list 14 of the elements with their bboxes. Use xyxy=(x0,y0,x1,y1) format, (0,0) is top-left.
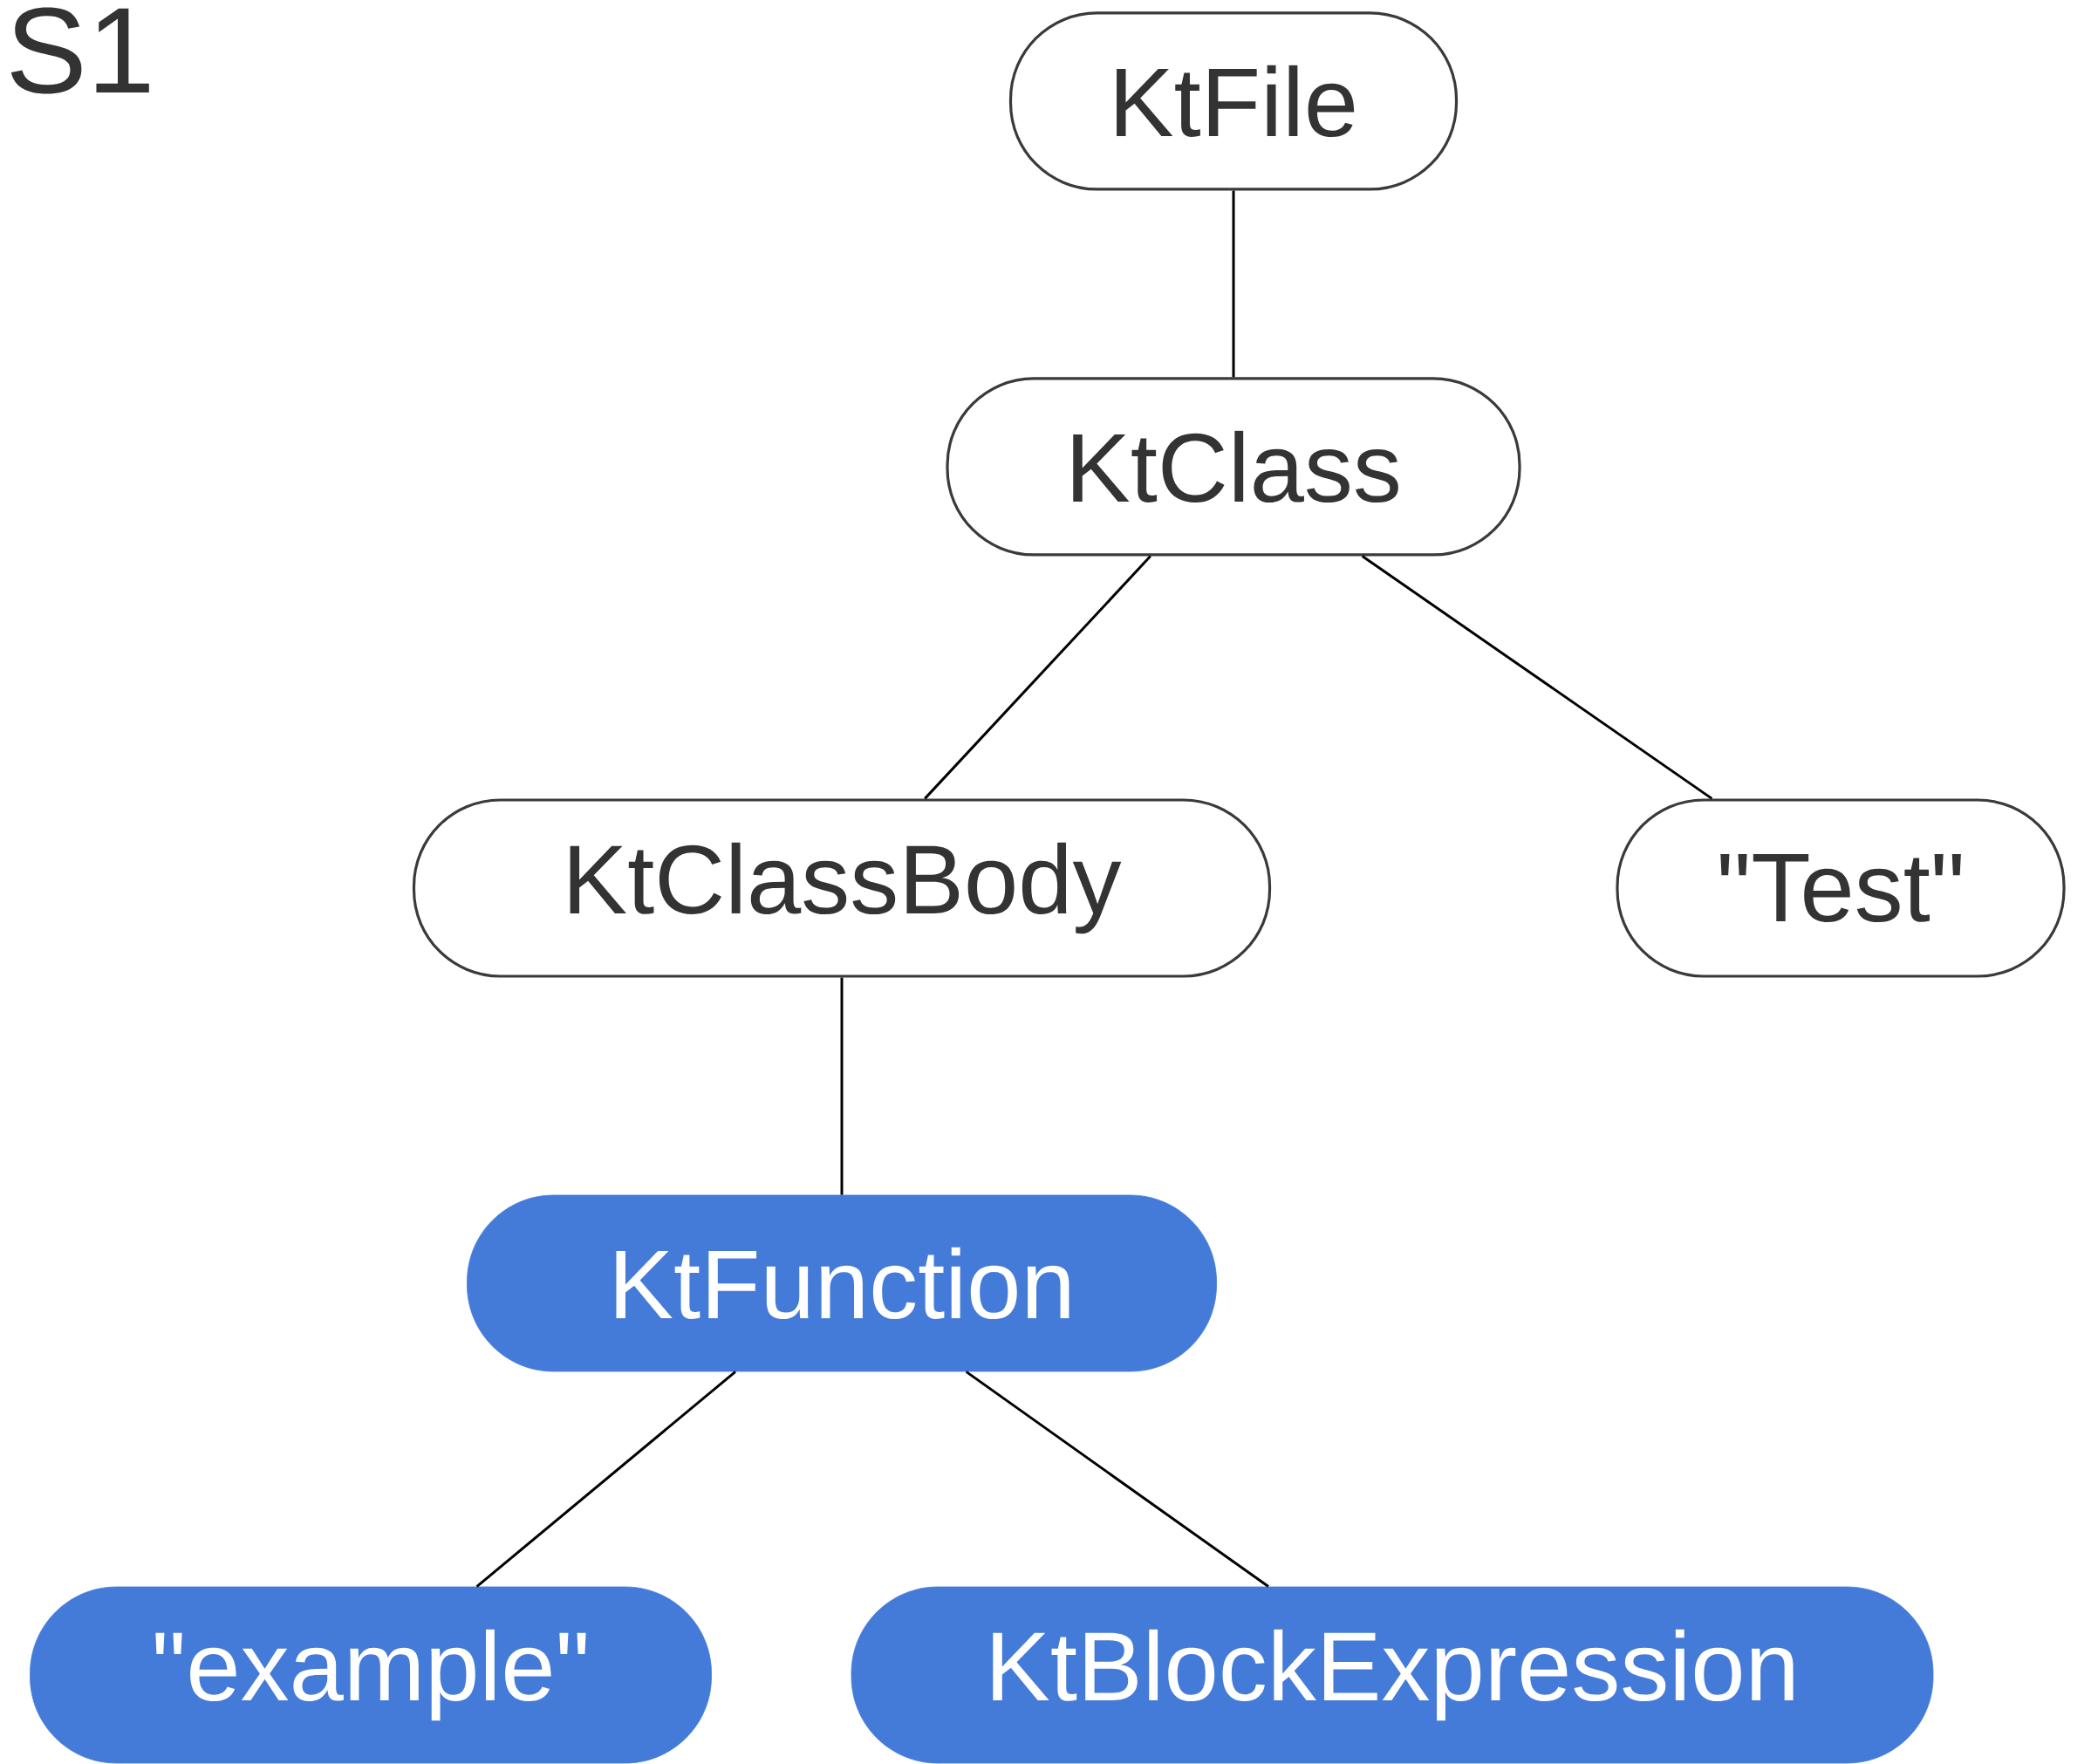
panel-label: S1 xyxy=(10,7,149,94)
connector-line xyxy=(1361,555,1713,800)
tree-node: KtFile xyxy=(1008,11,1459,191)
highlighted-node: KtFunction xyxy=(467,1194,1217,1372)
highlighted-node: "example" xyxy=(30,1586,712,1764)
tree-node: KtClass xyxy=(946,377,1521,557)
connector-line xyxy=(840,977,844,1195)
connector-line xyxy=(475,1371,736,1588)
connector-line xyxy=(924,555,1151,800)
tree-node: KtClassBody xyxy=(412,798,1272,978)
connector-line xyxy=(965,1371,1269,1588)
connector-line xyxy=(1232,190,1235,378)
tree-node: "Test" xyxy=(1616,798,2066,978)
highlighted-node: KtBlockExpression xyxy=(851,1586,1934,1764)
